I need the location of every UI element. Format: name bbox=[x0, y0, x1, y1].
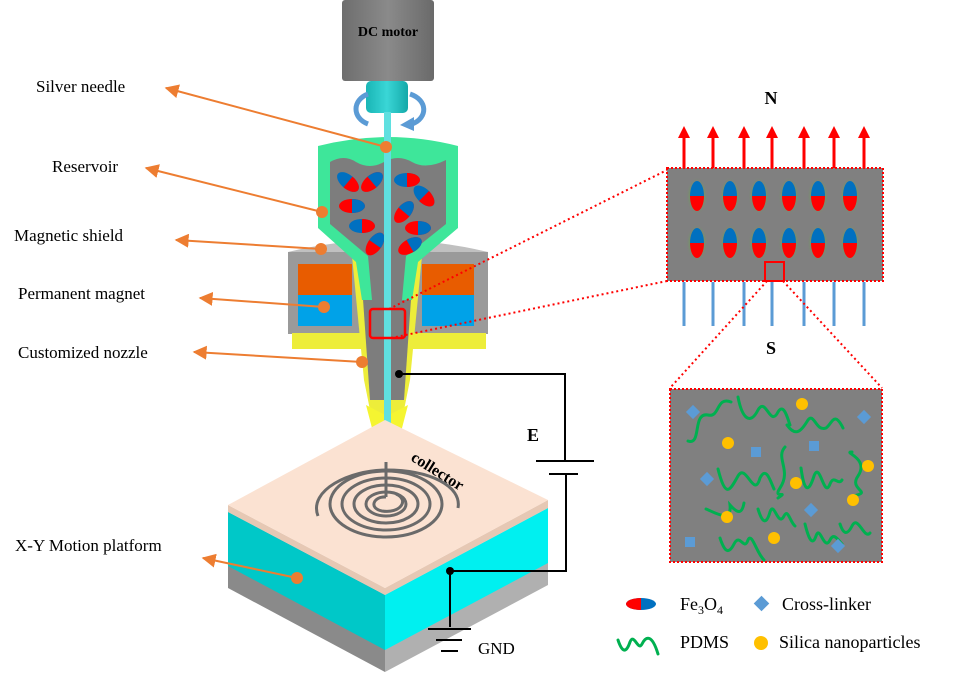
label-permanent-magnet: Permanent magnet bbox=[18, 284, 145, 303]
ground-label: GND bbox=[478, 639, 515, 658]
fe3o4-particle bbox=[807, 177, 829, 215]
south-pole-label: S bbox=[766, 338, 776, 358]
legend-item-fe3o4: Fe3O4 bbox=[626, 594, 723, 617]
zoom-line-top bbox=[388, 169, 668, 310]
legend-label-fe3o4: Fe3O4 bbox=[680, 594, 723, 617]
circle-icon bbox=[754, 636, 768, 650]
label-customized-nozzle: Customized nozzle bbox=[18, 343, 148, 362]
cross-linker-particles bbox=[685, 404, 872, 554]
field-arrow-up-icon bbox=[828, 126, 840, 168]
cross-linker bbox=[699, 471, 715, 487]
zoom-line-left bbox=[669, 280, 768, 389]
permanent-magnet-right bbox=[422, 264, 474, 326]
diamond-icon bbox=[753, 595, 770, 612]
field-arrow-up-icon bbox=[798, 126, 810, 168]
spiral-fiber bbox=[315, 462, 460, 539]
legend: Fe3O4 Cross-linker PDMS Silica nanoparti… bbox=[616, 594, 920, 656]
dc-motor: DC motor bbox=[342, 0, 434, 81]
silica-particle bbox=[722, 437, 734, 449]
rotation-arrow-icon bbox=[353, 91, 427, 131]
silica-particle bbox=[862, 460, 874, 472]
label-xy-motion-platform: X-Y Motion platform bbox=[15, 536, 162, 555]
cross-linker bbox=[856, 409, 872, 425]
callout-permanent-magnet: Permanent magnet bbox=[18, 284, 330, 313]
callout-silver-needle: Silver needle bbox=[36, 77, 392, 153]
fe3o4-particle bbox=[778, 177, 800, 215]
cross-linker bbox=[803, 502, 819, 518]
callout-reservoir: Reservoir bbox=[52, 157, 328, 218]
fe3o4-particle bbox=[748, 224, 770, 262]
legend-item-silica: Silica nanoparticles bbox=[754, 632, 920, 652]
field-arrows-north bbox=[678, 126, 870, 168]
fe3o4-particle bbox=[686, 224, 708, 262]
silica-particle bbox=[847, 494, 859, 506]
fe3o4-icon bbox=[626, 598, 656, 610]
legend-label-pdms: PDMS bbox=[680, 632, 729, 652]
callout-customized-nozzle: Customized nozzle bbox=[18, 343, 368, 368]
zoom-line-right bbox=[782, 280, 883, 389]
voltage-label: E bbox=[527, 425, 539, 445]
cross-linker bbox=[685, 404, 701, 420]
zoom-box-matrix bbox=[764, 261, 785, 282]
silver-needle bbox=[384, 112, 391, 464]
legend-item-pdms: PDMS bbox=[616, 632, 729, 656]
fe3o4-particle bbox=[778, 224, 800, 262]
permanent-magnet-left bbox=[298, 264, 352, 326]
label-reservoir: Reservoir bbox=[52, 157, 118, 176]
silica-particle bbox=[796, 398, 808, 410]
label-silver-needle: Silver needle bbox=[36, 77, 125, 96]
silica-particle bbox=[790, 477, 802, 489]
field-arrow-up-icon bbox=[858, 126, 870, 168]
fe3o4-particle bbox=[719, 177, 741, 215]
nozzle-electrode-node bbox=[395, 370, 403, 378]
motor-chuck bbox=[366, 81, 408, 113]
cross-linker bbox=[685, 537, 695, 547]
fe3o4-particle bbox=[839, 177, 861, 215]
north-pole-label: N bbox=[765, 88, 778, 108]
field-arrow-up-icon bbox=[678, 126, 690, 168]
fe3o4-particle bbox=[839, 224, 861, 262]
legend-label-cross-linker: Cross-linker bbox=[782, 594, 871, 614]
dc-motor-label: DC motor bbox=[358, 25, 418, 40]
field-arrow-up-icon bbox=[738, 126, 750, 168]
pdms-chains bbox=[686, 395, 872, 562]
cross-linker bbox=[809, 441, 819, 451]
fe3o4-particle bbox=[748, 177, 770, 215]
cross-linker bbox=[830, 538, 846, 554]
zoom-box-nozzle bbox=[368, 307, 407, 340]
label-magnetic-shield: Magnetic shield bbox=[14, 226, 124, 245]
silica-nanoparticles bbox=[721, 398, 874, 544]
wave-icon bbox=[616, 636, 660, 656]
collector bbox=[228, 420, 548, 588]
field-lines-south bbox=[682, 282, 866, 326]
fe3o4-particles-reservoir bbox=[337, 172, 435, 256]
field-arrow-up-icon bbox=[707, 126, 719, 168]
legend-label-silica: Silica nanoparticles bbox=[779, 632, 920, 652]
legend-item-cross-linker: Cross-linker bbox=[753, 594, 871, 614]
callout-xy-motion-platform: X-Y Motion platform bbox=[15, 536, 303, 584]
fe3o4-particle bbox=[686, 177, 708, 215]
collector-electrode-node bbox=[446, 567, 454, 575]
fe3o4-particle bbox=[807, 224, 829, 262]
callout-magnetic-shield: Magnetic shield bbox=[14, 226, 327, 255]
aligned-fe3o4-particles bbox=[686, 177, 861, 262]
fe3o4-particle bbox=[719, 224, 741, 262]
field-arrow-up-icon bbox=[766, 126, 778, 168]
silica-particle bbox=[768, 532, 780, 544]
silica-particle bbox=[721, 511, 733, 523]
circuit bbox=[399, 373, 594, 652]
zoom-line-bottom bbox=[390, 280, 668, 339]
cross-linker bbox=[751, 447, 761, 457]
xy-motion-platform bbox=[228, 420, 548, 672]
